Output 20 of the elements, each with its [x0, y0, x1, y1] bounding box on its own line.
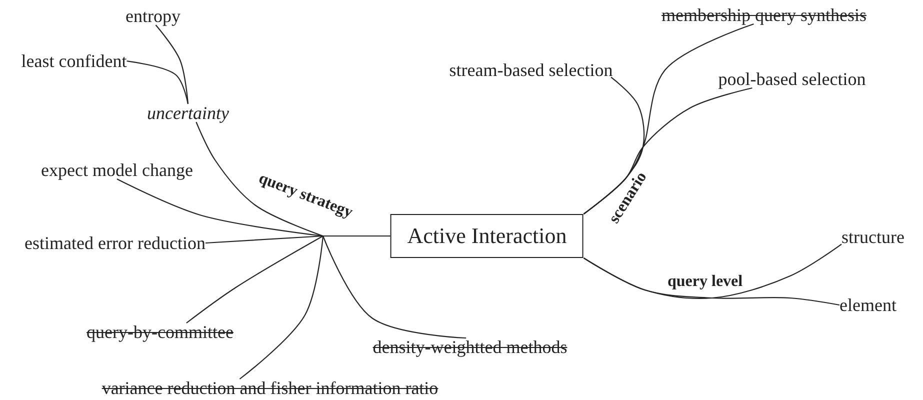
topic-label: membership query synthesis — [662, 6, 866, 24]
topic-label: query-by-committee — [86, 323, 234, 341]
topic-label: entropy — [126, 7, 180, 25]
topic-label: structure — [842, 228, 904, 246]
topic-label: density-weightted methods — [372, 338, 568, 356]
topic-label: least confident — [21, 52, 127, 70]
branch-line — [583, 87, 752, 214]
topic-label: uncertainty — [147, 104, 229, 122]
topic-label: pool-based selection — [718, 70, 866, 88]
topic-label: variance reduction and fisher information ratio — [102, 379, 438, 397]
branch-line — [583, 258, 840, 306]
topic-label: stream-based selection — [449, 61, 613, 79]
topic-label: expect model change — [41, 161, 193, 179]
root-box: Active Interaction — [390, 214, 584, 258]
topic-label: estimated error reduction — [24, 234, 206, 252]
branch-label: query level — [668, 273, 743, 291]
branch-line — [322, 235, 466, 339]
branch-line — [126, 60, 189, 104]
branch-line — [155, 24, 189, 104]
topic-label: element — [840, 296, 896, 314]
